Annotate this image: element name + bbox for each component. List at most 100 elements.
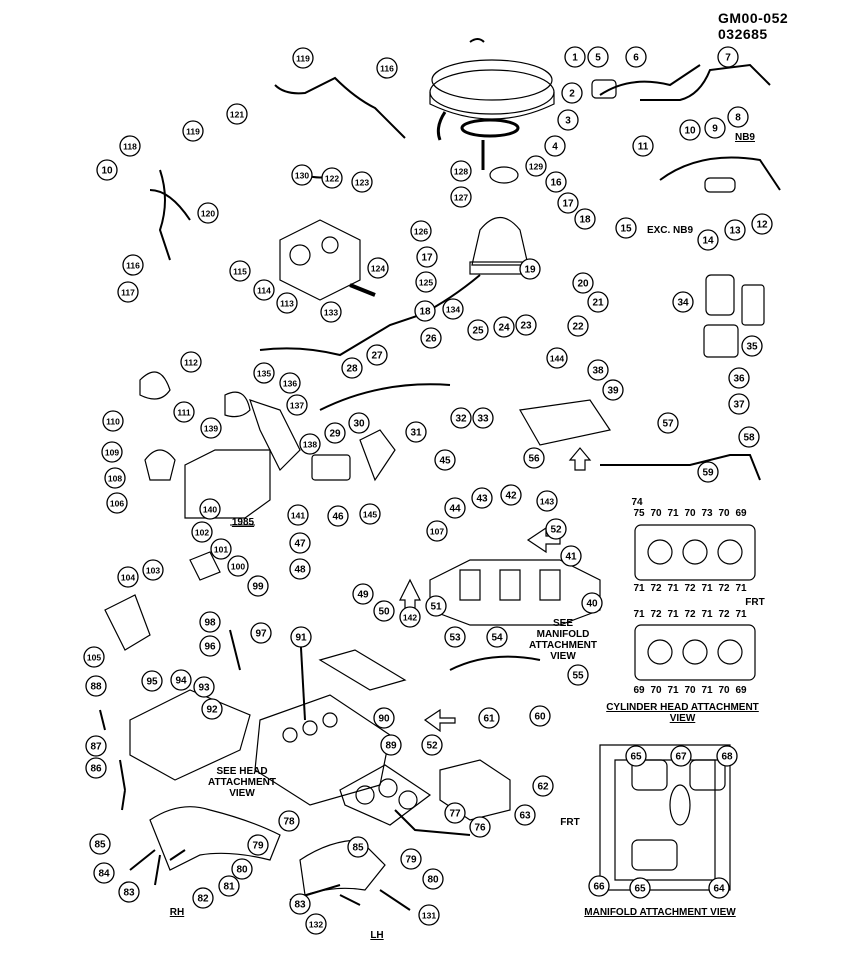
- head-view-num: 71: [701, 583, 713, 594]
- callout-138: 138: [299, 433, 321, 455]
- callout-52: 52: [545, 518, 567, 540]
- callout-104: 104: [117, 566, 139, 588]
- head-view-num: 70: [684, 508, 696, 519]
- callout-134: 134: [442, 298, 464, 320]
- svg-text:79: 79: [405, 855, 417, 866]
- callout-87: 87: [85, 735, 107, 757]
- callout-108: 108: [104, 467, 126, 489]
- svg-text:27: 27: [371, 351, 383, 362]
- svg-text:54: 54: [491, 633, 503, 644]
- svg-text:59: 59: [702, 468, 714, 479]
- svg-text:55: 55: [572, 671, 584, 682]
- callout-19: 19: [519, 258, 541, 280]
- callout-60: 60: [529, 705, 551, 727]
- svg-text:88: 88: [90, 682, 102, 693]
- head-view-num: 75: [633, 508, 645, 519]
- head-view-num: 70: [650, 685, 662, 696]
- svg-text:18: 18: [579, 215, 591, 226]
- head-gasket: [339, 764, 432, 826]
- svg-text:42: 42: [505, 491, 517, 502]
- svg-text:41: 41: [565, 552, 577, 563]
- svg-text:130: 130: [295, 171, 309, 181]
- callout-93: 93: [193, 676, 215, 698]
- head-view-num: 73: [701, 508, 713, 519]
- callout-56: 56: [523, 447, 545, 469]
- svg-text:21: 21: [592, 298, 604, 309]
- svg-text:7: 7: [725, 53, 731, 64]
- callout-89: 89: [380, 734, 402, 756]
- callout-79-2: 79: [400, 848, 422, 870]
- svg-text:81: 81: [223, 882, 235, 893]
- callout-49: 49: [352, 583, 374, 605]
- svg-text:45: 45: [439, 456, 451, 467]
- svg-text:87: 87: [90, 742, 102, 753]
- callout-83: 83: [118, 881, 140, 903]
- svg-text:5: 5: [595, 53, 601, 64]
- callout-68: 68: [716, 745, 738, 767]
- callout-85: 85: [89, 833, 111, 855]
- callout-63: 63: [514, 804, 536, 826]
- head-view-num: 72: [650, 583, 662, 594]
- callout-42: 42: [500, 484, 522, 506]
- svg-text:31: 31: [410, 428, 422, 439]
- callout-18: 18: [574, 208, 596, 230]
- svg-text:64: 64: [713, 884, 725, 895]
- callout-13: 13: [724, 219, 746, 241]
- callout-30: 30: [348, 412, 370, 434]
- svg-text:78: 78: [283, 817, 295, 828]
- svg-text:83: 83: [294, 900, 306, 911]
- svg-text:101: 101: [214, 545, 228, 555]
- svg-text:1: 1: [572, 53, 578, 64]
- callout-32: 32: [450, 407, 472, 429]
- callout-51: 51: [425, 595, 447, 617]
- callout-105: 105: [83, 646, 105, 668]
- air-cleaner-lid: [431, 59, 553, 101]
- svg-text:13: 13: [729, 226, 741, 237]
- callout-16: 16: [545, 171, 567, 193]
- svg-text:6: 6: [633, 53, 639, 64]
- head-view-num: 71: [667, 583, 679, 594]
- callout-3: 3: [557, 109, 579, 131]
- svg-text:92: 92: [206, 705, 218, 716]
- callout-79: 79: [247, 834, 269, 856]
- svg-text:82: 82: [197, 894, 209, 905]
- svg-text:20: 20: [577, 279, 589, 290]
- callout-24: 24: [493, 316, 515, 338]
- svg-text:38: 38: [592, 366, 604, 377]
- svg-text:39: 39: [607, 386, 619, 397]
- head-view-num: 69: [735, 508, 747, 519]
- svg-text:105: 105: [87, 653, 101, 663]
- head-view-top: [634, 524, 756, 581]
- callout-6: 6: [625, 46, 647, 68]
- callout-65: 65: [625, 745, 647, 767]
- svg-text:143: 143: [540, 497, 554, 507]
- svg-text:4: 4: [552, 142, 558, 153]
- bracket: [104, 594, 151, 651]
- callout-83-2: 83: [289, 893, 311, 915]
- callout-33: 33: [472, 407, 494, 429]
- svg-text:52: 52: [550, 525, 562, 536]
- svg-text:16: 16: [550, 178, 562, 189]
- callout-132: 132: [305, 913, 327, 935]
- callout-133: 133: [320, 301, 342, 323]
- callout-61: 61: [478, 707, 500, 729]
- callout-11: 11: [632, 135, 654, 157]
- svg-text:79: 79: [252, 841, 264, 852]
- svg-text:98: 98: [204, 618, 216, 629]
- head-view-num: 72: [684, 609, 696, 620]
- svg-text:25: 25: [472, 326, 484, 337]
- head-view-num: 71: [667, 609, 679, 620]
- callout-82: 82: [192, 887, 214, 909]
- callout-1: 1: [564, 46, 586, 68]
- svg-text:80: 80: [427, 875, 439, 886]
- callout-129: 129: [525, 155, 547, 177]
- callout-45: 45: [434, 449, 456, 471]
- svg-text:19: 19: [524, 265, 536, 276]
- svg-text:3: 3: [565, 116, 571, 127]
- svg-text:129: 129: [529, 162, 543, 172]
- svg-text:37: 37: [733, 400, 745, 411]
- head-view-num: 72: [718, 583, 730, 594]
- callout-66: 66: [588, 875, 610, 897]
- manifold-view-frame: [599, 744, 731, 891]
- callout-62: 62: [532, 775, 554, 797]
